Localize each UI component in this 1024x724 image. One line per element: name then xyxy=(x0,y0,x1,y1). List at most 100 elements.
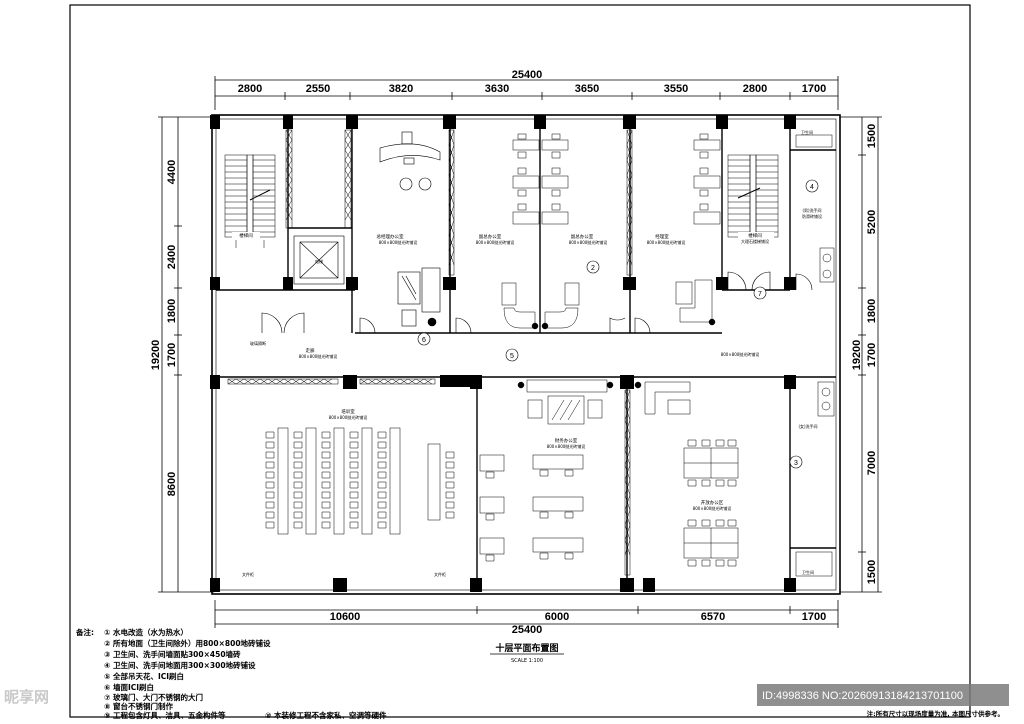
top-dimensions xyxy=(214,76,839,110)
watermark-id: ID:4998336 NO:20260913184213701100 xyxy=(762,690,963,702)
right-total-dim: 19200 xyxy=(851,340,863,371)
finance-office-furniture xyxy=(479,379,614,562)
wc-bottom-label: 卫生间 xyxy=(802,569,814,575)
office-c-label: 经理室 xyxy=(655,233,669,240)
top-dim-6: 3550 xyxy=(664,83,688,95)
finance-office-floor: 800×800抛光砖铺设 xyxy=(547,443,586,449)
doors xyxy=(261,271,813,334)
right-dim-4: 1700 xyxy=(866,343,878,367)
right-dim-5: 7000 xyxy=(866,451,878,475)
corridor-floor: 800×800抛光砖铺设 xyxy=(299,353,338,359)
drawing-title: 十层平面布置图 xyxy=(495,642,558,654)
markers xyxy=(417,179,819,469)
office-a-floor: 800×800抛光砖铺设 xyxy=(476,239,515,245)
finance-office-label: 财务办公室 xyxy=(555,437,578,444)
note-1: ① 水电改造（水为热水） xyxy=(104,627,188,637)
open-office-label: 开放办公区 xyxy=(701,499,724,506)
left-dimensions xyxy=(158,116,214,593)
stair-right-label: 楼梯间 xyxy=(748,232,762,239)
open-office-floor: 800×800抛光砖铺设 xyxy=(693,505,732,511)
left-dim-2: 2400 xyxy=(166,245,178,269)
interior-walls xyxy=(216,119,836,590)
training-room-seating xyxy=(265,427,455,535)
marker-5: 5 xyxy=(510,353,514,360)
wc-top-label: 卫生间 xyxy=(801,129,813,135)
top-dim-3: 3820 xyxy=(389,83,413,95)
left-dim-4: 1700 xyxy=(166,343,178,367)
top-dim-8: 1700 xyxy=(802,83,826,95)
cabinet-label-2: 文件柜 xyxy=(434,571,446,577)
top-dim-2: 2550 xyxy=(306,83,330,95)
footer-note: 注:所有尺寸以现场度量为准, 本图尺寸供参考。 xyxy=(867,709,1004,718)
washroom-top-fixtures xyxy=(795,134,835,283)
right-dim-3: 1800 xyxy=(866,299,878,323)
notes-heading: 备注: xyxy=(75,627,94,637)
marker-3: 3 xyxy=(794,460,798,467)
top-dim-1: 2800 xyxy=(238,83,262,95)
top-total-dim: 25400 xyxy=(512,69,543,81)
right-dim-2: 5200 xyxy=(866,210,878,234)
wash-top-floor: 防滑砖铺设 xyxy=(802,213,822,219)
stair-left-label-bg xyxy=(232,232,260,238)
note-4: ④ 卫生间、洗手间地面用300×300地砖铺设 xyxy=(104,660,256,670)
bottom-dimensions xyxy=(214,600,839,628)
corridor-floor-right: 800×800抛光砖铺设 xyxy=(721,351,760,357)
office-c-floor: 800×800抛光砖铺设 xyxy=(647,239,686,245)
office-b-label: 副总办公室 xyxy=(571,233,594,240)
washroom-bottom-fixtures xyxy=(795,381,835,577)
bottom-total-dim: 25400 xyxy=(512,624,543,636)
glass-partitions xyxy=(227,129,633,576)
top-dim-4: 3630 xyxy=(485,83,509,95)
left-total-dim: 19200 xyxy=(150,340,162,371)
bottom-dim-3: 6570 xyxy=(701,611,725,623)
left-dim-3: 1800 xyxy=(166,299,178,323)
watermark-logo: 昵享网 xyxy=(4,688,49,706)
note-5: ⑤ 全部吊天花、ICI刷白 xyxy=(104,671,184,681)
elevator-label: 电梯 xyxy=(315,258,323,264)
wash-bottom-label: (女)洗手间 xyxy=(798,423,817,429)
stair-right-floor: 大理石楼梯铺设 xyxy=(741,238,769,244)
right-dimensions xyxy=(840,116,882,593)
top-dim-5: 3650 xyxy=(575,83,599,95)
stair-right xyxy=(727,154,779,238)
cabinet-label-1: 文件柜 xyxy=(242,571,254,577)
marker-4: 4 xyxy=(810,184,814,191)
note-6: ⑥ 墙面ICI刷白 xyxy=(104,682,154,692)
outer-walls xyxy=(211,114,841,595)
note-2: ② 所有地面（卫生间除外）用800×800地砖铺设 xyxy=(104,638,271,648)
stair-right-label-bg xyxy=(738,232,774,244)
elevator xyxy=(293,235,345,285)
watermark-id-bg xyxy=(757,684,1009,706)
office-a-furniture xyxy=(501,133,540,330)
note-10: ⑩ 本装修工程不含家私、空调等硬件 xyxy=(265,710,387,720)
drawing-scale: SCALE 1:100 xyxy=(511,658,543,664)
note-9: ⑨ 工程包含灯具、洁具、五金构件等 xyxy=(104,710,226,720)
bottom-dim-2: 6000 xyxy=(545,611,569,623)
bottom-dim-4: 1700 xyxy=(802,611,826,623)
note-8: ⑧ 窗台不锈钢门制作 xyxy=(104,701,173,711)
columns xyxy=(210,115,796,592)
sheet-border xyxy=(69,4,971,718)
stair-left-label: 楼梯间 xyxy=(239,232,253,239)
marker-2: 2 xyxy=(591,265,595,272)
wash-top-label: (男)洗手间 xyxy=(802,207,821,213)
training-room-floor: 800×800抛光砖铺设 xyxy=(329,414,368,420)
right-dim-1: 1500 xyxy=(866,124,878,148)
left-dim-5: 8600 xyxy=(166,472,178,496)
note-3: ③ 卫生间、洗手间墙面贴300×450墙砖 xyxy=(104,649,241,659)
office-b-furniture xyxy=(541,133,580,330)
open-office-furniture xyxy=(634,381,739,567)
bottom-dim-1: 10600 xyxy=(330,611,361,623)
marker-7: 7 xyxy=(758,291,762,298)
left-dim-1: 4400 xyxy=(166,160,178,184)
note-7: ⑦ 玻璃门、大门不锈钢的大门 xyxy=(104,692,203,702)
manager-office-floor: 800×800抛光砖铺设 xyxy=(379,239,418,245)
corridor-wall-note: 玻璃隔断 xyxy=(250,340,266,346)
office-c-furniture xyxy=(675,133,721,326)
office-b-floor: 800×800抛光砖铺设 xyxy=(569,239,608,245)
marker-6: 6 xyxy=(422,337,426,344)
top-dim-7: 2800 xyxy=(743,83,767,95)
right-dim-6: 1500 xyxy=(866,560,878,584)
manager-office-furniture xyxy=(379,131,441,327)
